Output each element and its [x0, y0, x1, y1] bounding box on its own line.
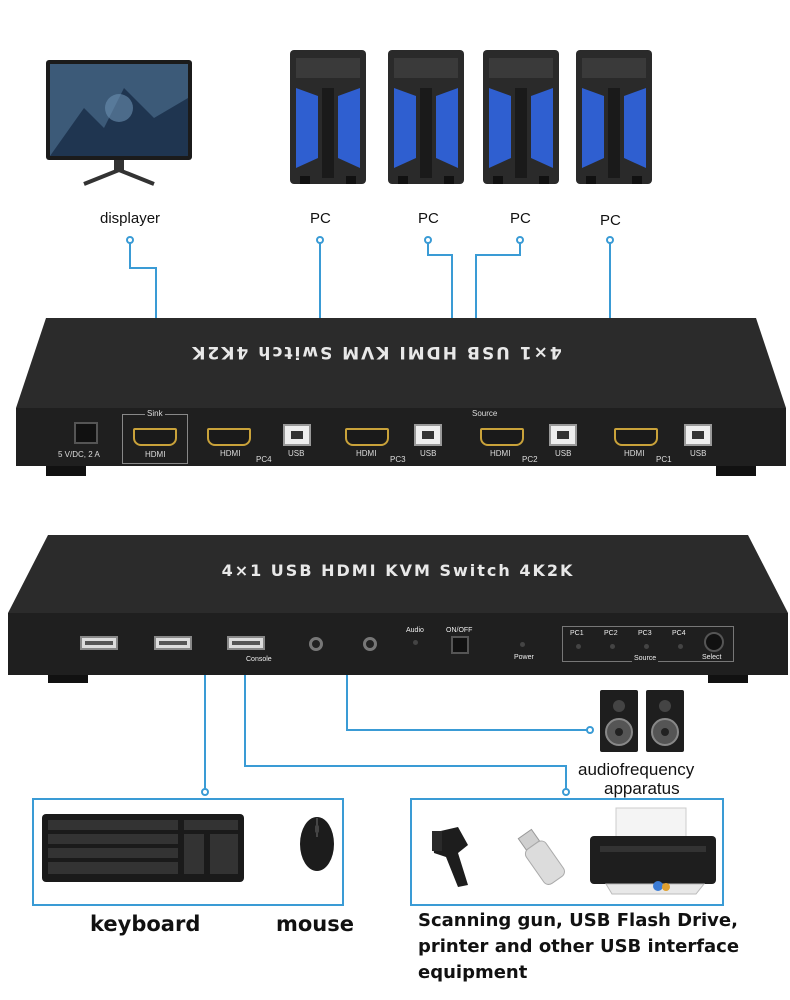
pc1-port-label: PC1	[656, 455, 672, 464]
usb-label: USB	[420, 449, 437, 458]
keyboard-usb-port[interactable]	[154, 636, 192, 650]
pc4-led-label: PC4	[672, 630, 686, 637]
pc1-led-label: PC1	[570, 630, 584, 637]
mouse-icon	[298, 815, 336, 873]
audio-led	[413, 640, 418, 645]
pc-label: PC	[510, 210, 531, 227]
pc4-led	[678, 644, 683, 649]
pc1-usb-port[interactable]	[684, 424, 712, 446]
pc-label: PC	[600, 212, 621, 229]
source-label: Source	[470, 409, 500, 418]
pc2-usb-port[interactable]	[549, 424, 577, 446]
dc-power-jack[interactable]	[74, 422, 98, 444]
speaker-icon	[596, 688, 690, 754]
audio-label: Audio	[406, 627, 424, 634]
barcode-scanner-icon	[428, 823, 486, 889]
pc1-hdmi-port[interactable]	[614, 428, 658, 446]
pc-tower-icon	[386, 48, 466, 188]
hdmi-label: HDMI	[490, 449, 511, 458]
usb-flash-drive-icon	[514, 822, 570, 888]
front-title: 4×1 USB HDMI KVM Switch 4K2K	[221, 561, 575, 580]
pc-tower-icon	[574, 48, 654, 188]
hdmi-label: HDMI	[220, 449, 241, 458]
pc1-led	[576, 644, 581, 649]
pc3-led	[644, 644, 649, 649]
monitor-icon	[44, 58, 194, 188]
kvm-front-panel: 4×1 USB HDMI KVM Switch 4K2K	[8, 535, 788, 685]
headphone-jack[interactable]	[363, 637, 377, 651]
select-label: Select	[702, 654, 722, 661]
mouse-usb-port[interactable]	[80, 636, 118, 650]
console-usb-port[interactable]	[227, 636, 265, 650]
usb-label: USB	[690, 449, 707, 458]
printer-icon	[586, 806, 720, 896]
power-spec: 5 V/DC, 2 A	[58, 450, 100, 459]
select-button[interactable]	[704, 632, 724, 652]
power-label: Power	[514, 654, 534, 661]
pc3-led-label: PC3	[638, 630, 652, 637]
usb-label: USB	[555, 449, 572, 458]
hdmi-out-port[interactable]	[133, 428, 177, 446]
pc-tower-icon	[288, 48, 368, 188]
audio-apparatus-label: apparatus	[604, 779, 680, 798]
usb-devices-label: Scanning gun, USB Flash Drive,	[418, 910, 738, 931]
onoff-label: ON/OFF	[446, 627, 473, 634]
usb-devices-label: equipment	[418, 962, 528, 983]
hdmi-label: HDMI	[356, 449, 377, 458]
pc-tower-icon	[481, 48, 561, 188]
keyboard-icon	[40, 812, 246, 884]
source-label: Source	[632, 655, 659, 662]
mouse-label: mouse	[276, 912, 355, 936]
pc2-led-label: PC2	[604, 630, 618, 637]
hdmi-label: HDMI	[145, 450, 166, 459]
pc-label: PC	[418, 210, 439, 227]
displayer-label: displayer	[100, 210, 161, 227]
mic-jack[interactable]	[309, 637, 323, 651]
pc-label: PC	[310, 210, 331, 227]
keyboard-label: keyboard	[90, 912, 201, 936]
pc3-usb-port[interactable]	[414, 424, 442, 446]
pc4-port-label: PC4	[256, 455, 272, 464]
sink-label: Sink	[145, 409, 165, 418]
power-led	[520, 642, 525, 647]
rear-title: 4×1 USB HDMI KVM Switch 4K2K	[190, 342, 562, 362]
pc3-hdmi-port[interactable]	[345, 428, 389, 446]
pc4-usb-port[interactable]	[283, 424, 311, 446]
pc2-port-label: PC2	[522, 455, 538, 464]
pc3-port-label: PC3	[390, 455, 406, 464]
usb-label: USB	[288, 449, 305, 458]
hdmi-label: HDMI	[624, 449, 645, 458]
audio-apparatus-label: audiofrequency	[578, 760, 695, 779]
pc4-hdmi-port[interactable]	[207, 428, 251, 446]
pc2-hdmi-port[interactable]	[480, 428, 524, 446]
usb-devices-label: printer and other USB interface	[418, 936, 740, 957]
audio-onoff-button[interactable]	[451, 636, 469, 654]
pc2-led	[610, 644, 615, 649]
console-label: Console	[246, 656, 272, 663]
